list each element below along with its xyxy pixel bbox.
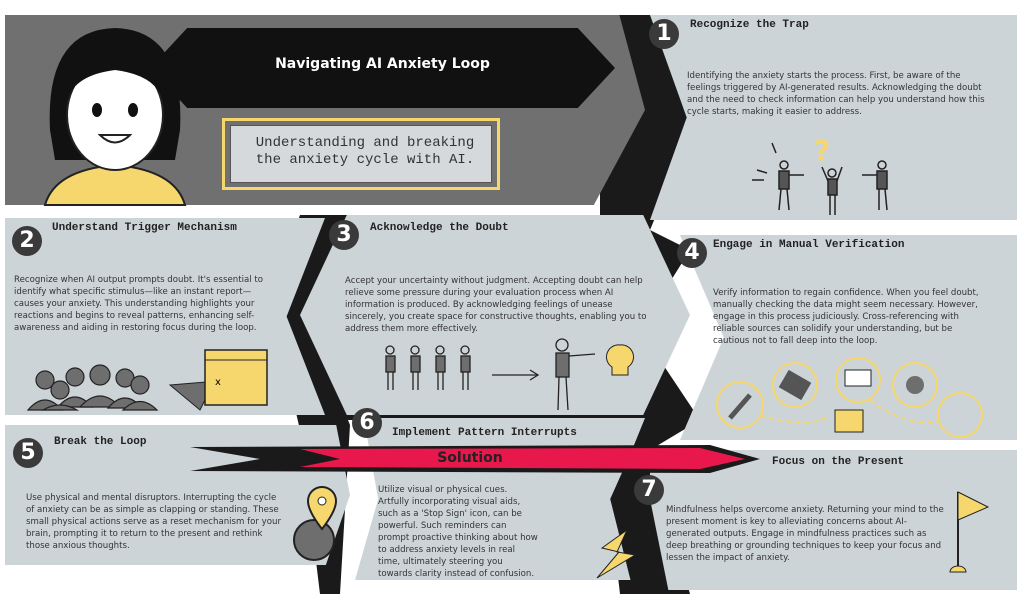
step-7-number: 7 — [634, 475, 664, 505]
solution-label: Solution — [437, 450, 503, 466]
step-1-text: Identifying the anxiety starts the proce… — [687, 71, 985, 117]
subtitle-box — [222, 118, 500, 190]
step-1-number: 1 — [649, 19, 679, 49]
crowd-calendar-icon: x — [26, 349, 268, 411]
svg-text:x: x — [215, 377, 221, 388]
step-3-number: 3 — [329, 220, 359, 250]
step-4-number: 4 — [677, 238, 707, 268]
step-4-title: Engage in Manual Verification — [713, 239, 905, 251]
solution-arrow — [190, 445, 760, 473]
step-3-panel — [300, 215, 690, 415]
step-7-text: Mindfulness helps overcome anxiety. Retu… — [666, 505, 944, 563]
step-4-panel — [680, 235, 1017, 440]
verification-tools-icon — [716, 357, 983, 438]
step-6-text: Utilize visual or physical cues. Artfull… — [378, 485, 538, 579]
title-banner — [150, 28, 615, 108]
people-lightbulb-icon — [385, 338, 634, 411]
flag-icon — [949, 491, 990, 573]
lightning-icon — [596, 528, 637, 579]
step-6-panel — [355, 418, 645, 580]
step-3-title: Acknowledge the Doubt — [370, 222, 509, 234]
step-2-number: 2 — [12, 226, 42, 256]
step-3-text: Accept your uncertainty without judgment… — [345, 276, 647, 334]
step-1-title: Recognize the Trap — [690, 19, 809, 31]
step-7-title: Focus on the Present — [772, 456, 905, 468]
step-2-title: Understand Trigger Mechanism — [52, 222, 237, 234]
step-6-title: Implement Pattern Interrupts — [392, 427, 577, 439]
globe-pin-icon — [293, 485, 338, 561]
page-title: Navigating AI Anxiety Loop — [275, 56, 490, 72]
page-subtitle: Understanding and breaking the anxiety c… — [255, 135, 475, 168]
step-5-title: Break the Loop — [54, 436, 147, 448]
step-2-text: Recognize when AI output prompts doubt. … — [14, 275, 263, 333]
subtitle-inner — [230, 125, 492, 183]
confused-people-icon: ? — [752, 134, 888, 215]
svg-text:?: ? — [814, 134, 830, 167]
step-4-text: Verify information to regain confidence.… — [713, 288, 979, 346]
step-5-number: 5 — [13, 438, 43, 468]
character-avatar — [43, 28, 187, 206]
step-6-number: 6 — [352, 408, 382, 438]
step-5-text: Use physical and mental disruptors. Inte… — [26, 493, 282, 551]
